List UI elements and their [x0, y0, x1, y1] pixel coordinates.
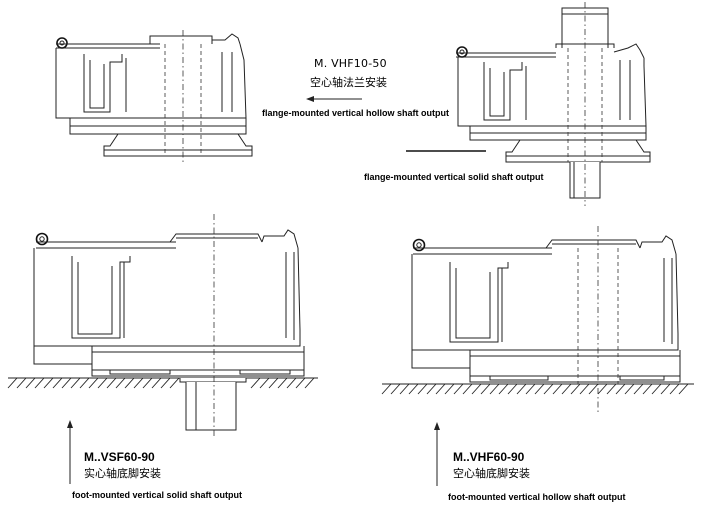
chinese-label-vhf60-90: 空心轴底脚安装 [453, 467, 530, 480]
eyebolt-icon [56, 37, 68, 49]
chinese-label-vsf60-90: 实心轴底脚安装 [84, 467, 161, 480]
eyebolt-icon [412, 238, 426, 252]
ground-hatch-icon [7, 377, 315, 389]
model-label-vsf60-90: M..VSF60-90 [84, 450, 155, 464]
gearbox-drawing-vsf-flange [406, 2, 651, 206]
arrow-left-icon [306, 96, 362, 102]
gearbox-drawing-vhf10-50 [55, 30, 253, 162]
arrow-up-icon [434, 422, 440, 486]
ground-hatch-icon [381, 383, 689, 395]
caption-vsf-flange: flange-mounted vertical solid shaft outp… [364, 172, 544, 182]
gearbox-drawing-vhf60-90 [382, 226, 694, 412]
model-label-vhf10-50: M. VHF10-50 [314, 57, 387, 70]
caption-vhf60-90: foot-mounted vertical hollow shaft outpu… [448, 492, 626, 502]
caption-vsf60-90: foot-mounted vertical solid shaft output [72, 490, 242, 500]
eyebolt-icon [456, 46, 468, 58]
chinese-label-vhf10-50: 空心轴法兰安装 [310, 76, 387, 89]
model-label-vhf60-90: M..VHF60-90 [453, 450, 525, 464]
eyebolt-icon [35, 232, 49, 246]
gearbox-drawing-vsf60-90 [8, 214, 318, 436]
caption-vhf10-50: flange-mounted vertical hollow shaft out… [262, 108, 450, 118]
arrow-up-icon [67, 420, 73, 484]
